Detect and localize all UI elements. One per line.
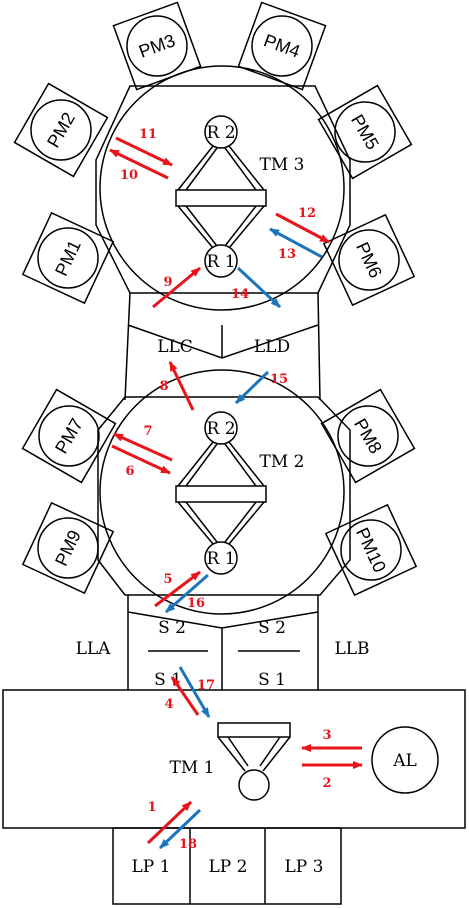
tm3-r2-label: R 2	[206, 123, 235, 143]
tm2-chamber-outline	[97, 396, 351, 596]
pm7-label: PM7	[51, 415, 87, 457]
pm2-label: PM2	[43, 109, 79, 151]
step-3-label: 3	[322, 728, 331, 743]
load-ports-box	[112, 827, 342, 905]
tm3-label: TM 3	[260, 155, 305, 175]
arrow-step-14	[236, 266, 282, 309]
step-18-label: 18	[179, 837, 197, 852]
step-10-label: 10	[120, 168, 138, 183]
pm9-module[interactable]: PM9	[21, 501, 115, 595]
tm3-r1-label: R 1	[206, 252, 235, 272]
tm2-robot: R 2 R 1	[175, 411, 267, 575]
step-2-label: 2	[322, 776, 331, 791]
arrow-step-12	[275, 212, 330, 244]
step-13-label: 13	[278, 247, 296, 262]
step-11-label: 11	[139, 127, 157, 142]
aligner-label: AL	[392, 751, 417, 771]
tm3-circle	[99, 65, 345, 311]
arrow-step-11	[115, 136, 173, 167]
step-7-label: 7	[143, 424, 152, 439]
tm1-robot	[217, 722, 291, 801]
pm9-label: PM9	[51, 527, 85, 569]
pm8-label: PM8	[350, 415, 386, 457]
pm2-module[interactable]: PM2	[13, 82, 109, 178]
arrow-step-4	[170, 676, 200, 716]
arrow-step-9	[152, 266, 201, 309]
tm1-label: TM 1	[170, 758, 215, 778]
arrow-step-15	[234, 370, 270, 405]
pm3-label: PM3	[136, 30, 178, 61]
pm5-label: PM5	[347, 111, 383, 153]
step-9-label: 9	[163, 275, 172, 290]
arrow-step-6	[113, 432, 173, 462]
arrow-step-1	[146, 800, 193, 845]
arrow-step-8	[168, 361, 195, 411]
step-5-label: 5	[163, 572, 172, 587]
arrow-step-18	[158, 808, 202, 850]
lld-label: LLD	[254, 337, 290, 357]
step-12-label: 12	[298, 206, 316, 221]
pm1-label: PM1	[51, 237, 85, 279]
tm2-circle	[99, 369, 345, 615]
lp2-label: LP 2	[209, 857, 248, 877]
pm3-module[interactable]: PM3	[112, 1, 202, 91]
pm4-module[interactable]: PM4	[237, 1, 327, 91]
arrow-step-17	[178, 666, 211, 718]
llb-label: LLB	[334, 639, 369, 659]
arrow-step-10	[109, 148, 169, 180]
step-14-label: 14	[231, 287, 249, 302]
arrow-step-5	[154, 570, 201, 608]
lla-s2-label: S 2	[158, 618, 186, 638]
pm6-label: PM6	[352, 239, 386, 281]
arrow-step-16	[165, 573, 209, 614]
llb-s1-label: S 1	[258, 670, 286, 690]
pm1-module[interactable]: PM1	[21, 211, 115, 305]
step-17-label: 17	[197, 678, 215, 693]
pm4-label: PM4	[261, 30, 303, 61]
aligner[interactable]: AL	[371, 726, 439, 794]
tm3-robot: R 2 R 1	[175, 115, 267, 278]
step-6-label: 6	[125, 464, 134, 479]
step-8-label: 8	[159, 379, 168, 394]
step-1-label: 1	[147, 800, 156, 815]
lla-label: LLA	[76, 639, 112, 659]
tm2-label: TM 2	[260, 452, 305, 472]
pm8-module[interactable]: PM8	[320, 388, 416, 484]
arrow-step-13	[269, 227, 323, 259]
pm7-module[interactable]: PM7	[21, 388, 117, 484]
llb-s2-label: S 2	[258, 618, 286, 638]
step-4-label: 4	[164, 697, 173, 712]
llc-label: LLC	[157, 337, 193, 357]
pm10-module[interactable]: PM10	[324, 503, 418, 597]
tm2-r1-label: R 1	[206, 549, 235, 569]
pm5-module[interactable]: PM5	[317, 84, 413, 180]
step-15-label: 15	[270, 372, 288, 387]
lp3-label: LP 3	[285, 857, 324, 877]
pm10-label: PM10	[352, 524, 390, 575]
lp1-label: LP 1	[132, 857, 171, 877]
step-16-label: 16	[187, 596, 205, 611]
arrow-step-7	[111, 444, 171, 475]
tm2-r2-label: R 2	[206, 419, 235, 439]
